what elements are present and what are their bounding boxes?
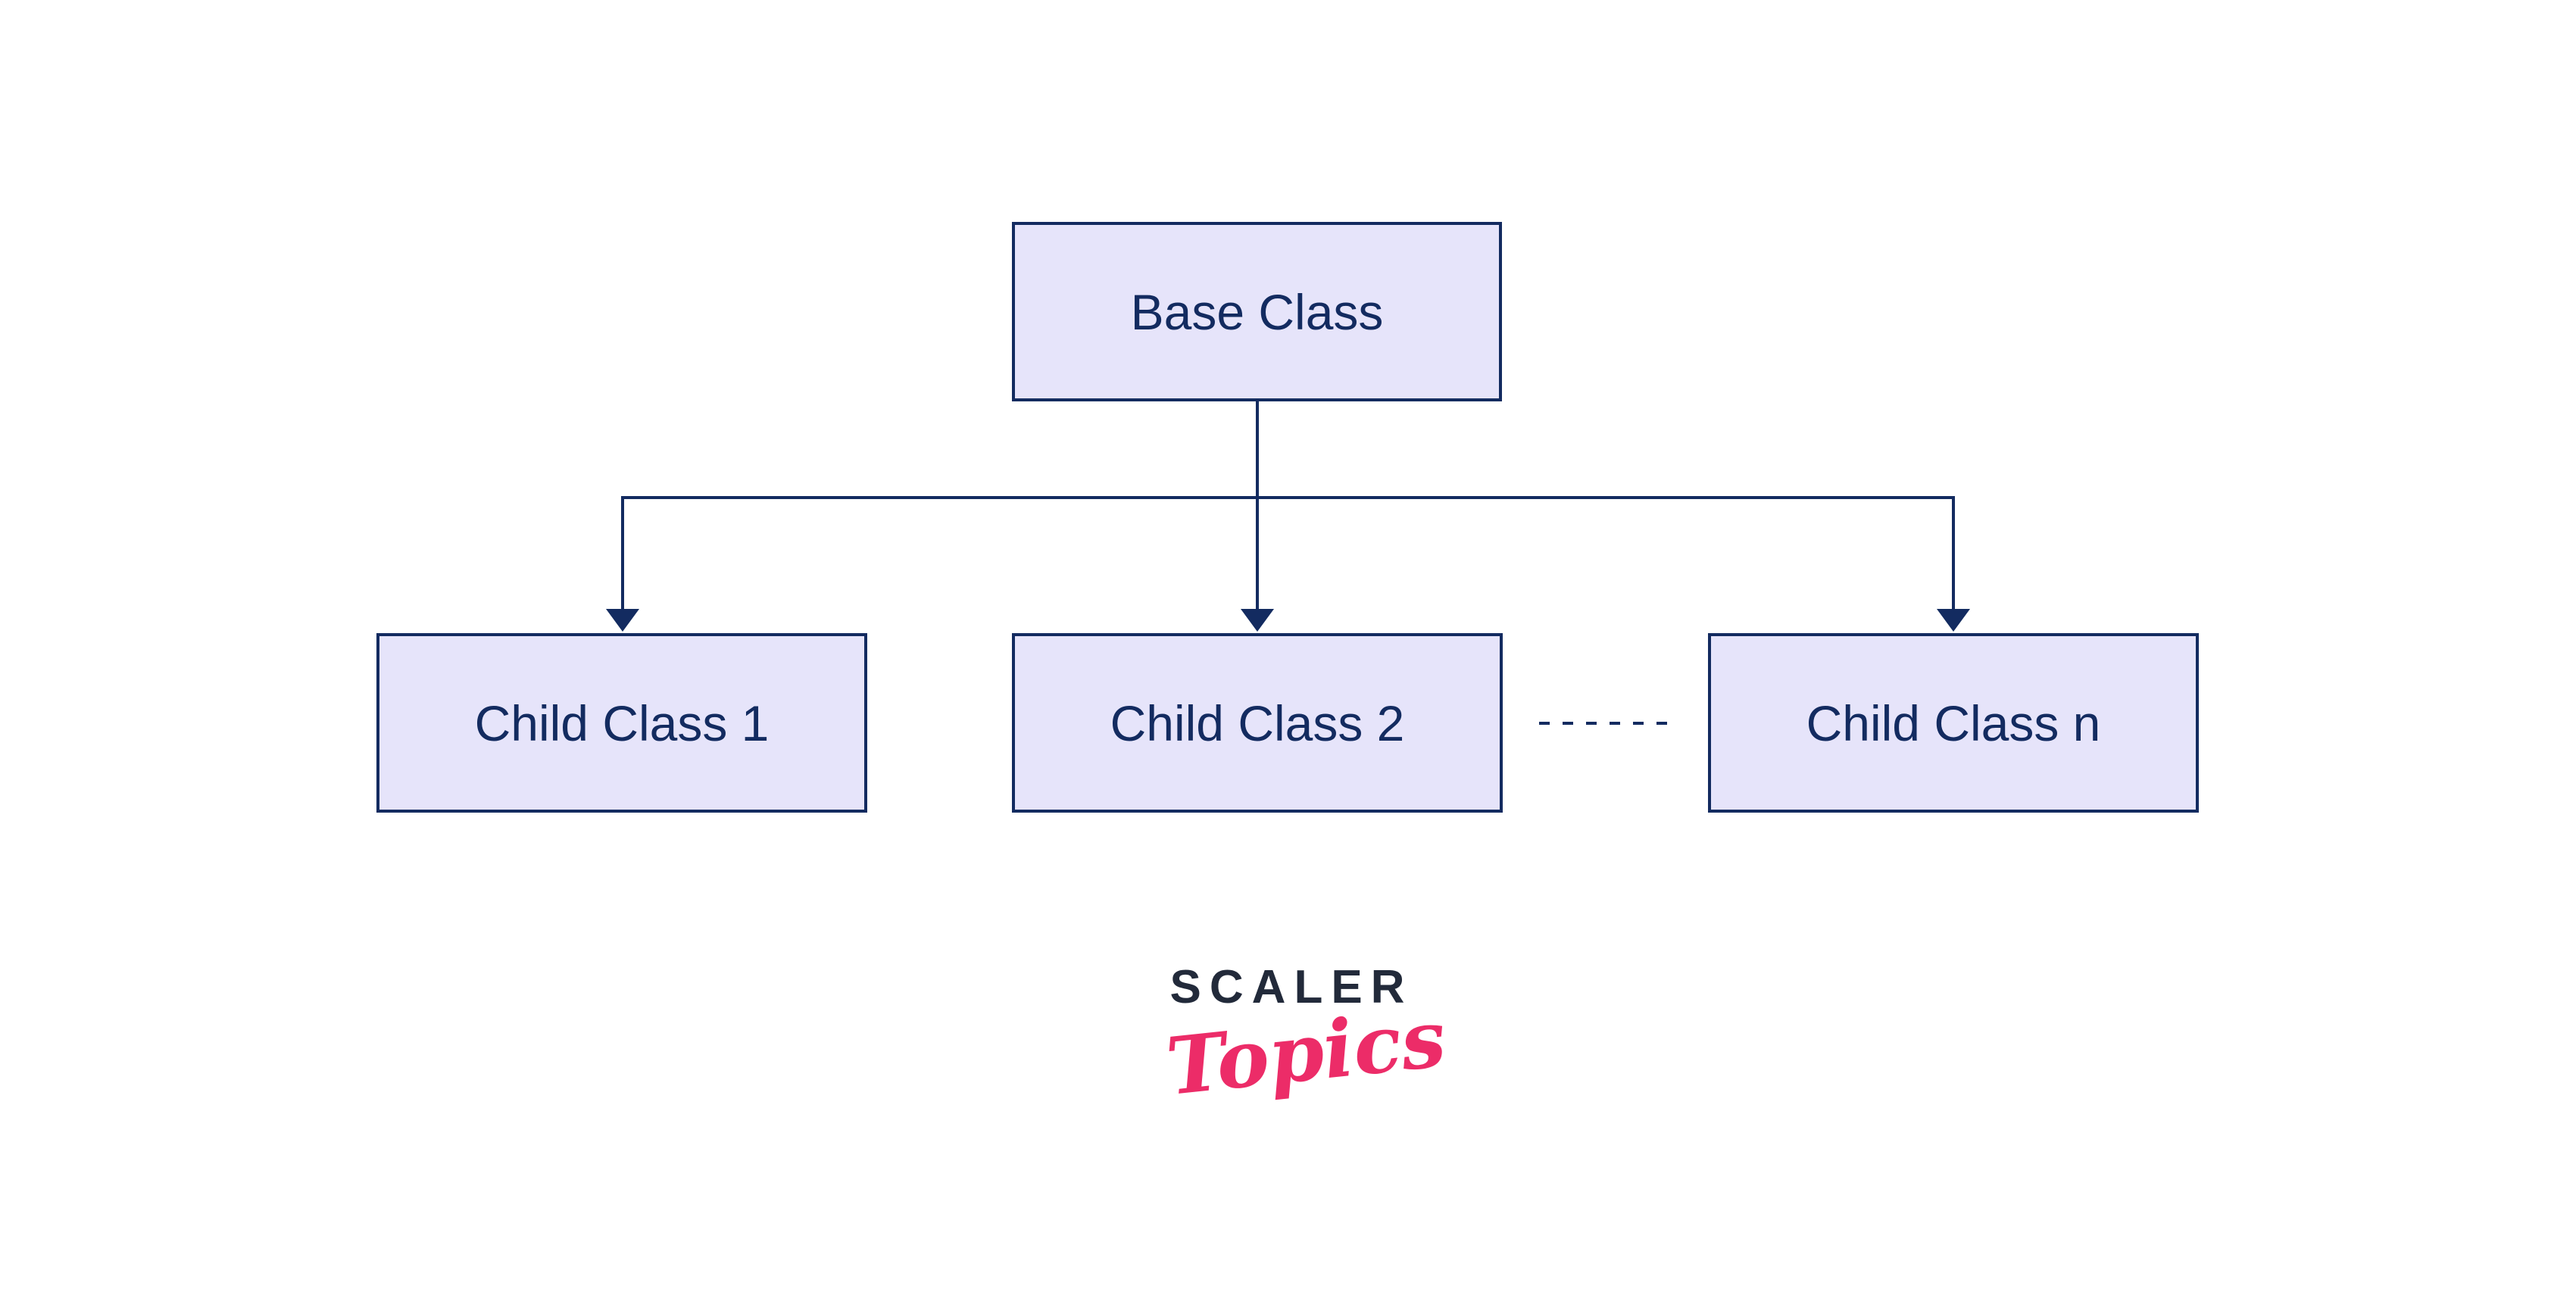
child-class-2-box: Child Class 2 [1012,633,1503,813]
arrowhead-left-icon [606,609,639,632]
arrowhead-right-icon [1937,609,1970,632]
connector-drop-left [621,496,624,616]
connector-trunk-line [1256,401,1259,499]
child-class-n-label: Child Class n [1806,694,2101,751]
child-class-n-box: Child Class n [1708,633,2199,813]
connector-horizontal-rail [621,496,1955,499]
child-class-1-label: Child Class 1 [474,694,770,751]
connector-drop-middle [1256,499,1259,616]
arrowhead-middle-icon [1241,609,1274,632]
child-class-2-label: Child Class 2 [1110,694,1405,751]
connector-drop-right [1952,496,1955,616]
base-class-box: Base Class [1012,222,1502,401]
base-class-label: Base Class [1130,283,1384,340]
ellipsis-dashed-line [1539,722,1667,725]
scaler-topics-logo: SCALER Topics [1163,960,1450,1113]
child-class-1-box: Child Class 1 [376,633,867,813]
logo-brand-text: SCALER [1169,961,1413,1013]
